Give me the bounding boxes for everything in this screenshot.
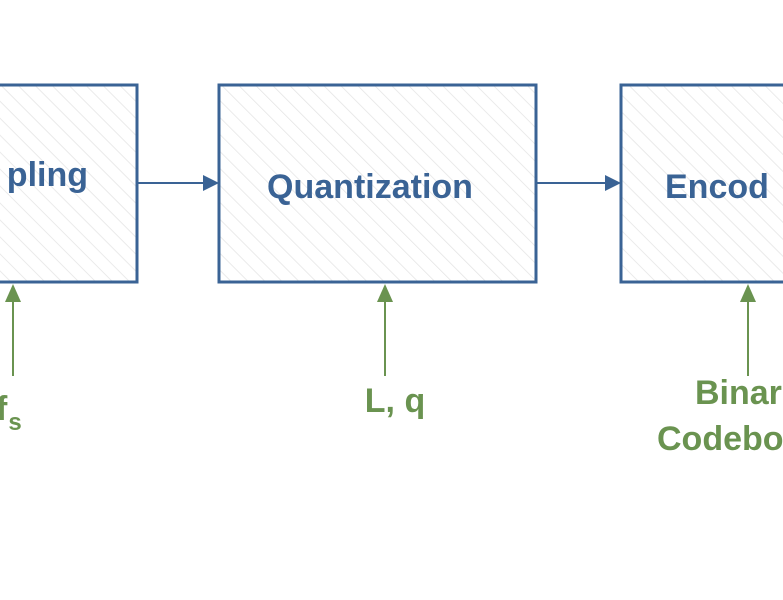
sampling-block-label: pling <box>7 156 88 194</box>
quantization-block: Quantization <box>217 83 538 284</box>
param-arrow-quantization <box>377 284 393 376</box>
sampling-block: pling <box>0 83 139 284</box>
encoding-block: Encod <box>619 83 783 284</box>
flow-arrow-quantization-to-encoding <box>536 175 621 191</box>
sampling-freq-symbol: fs <box>0 390 22 436</box>
param-arrow-encoding <box>740 284 756 376</box>
quantization-param-label: L, q <box>365 382 425 420</box>
sampling-param-label: fs <box>0 390 22 436</box>
encoding-block-label: Encod <box>665 168 769 206</box>
param-arrow-sampling <box>5 284 21 376</box>
encoding-param-label-line2: Codebo <box>657 420 783 458</box>
flow-arrow-sampling-to-quantization <box>137 175 219 191</box>
encoding-param-label-line1: Binar <box>695 374 782 412</box>
quantization-block-label: Quantization <box>267 168 473 206</box>
